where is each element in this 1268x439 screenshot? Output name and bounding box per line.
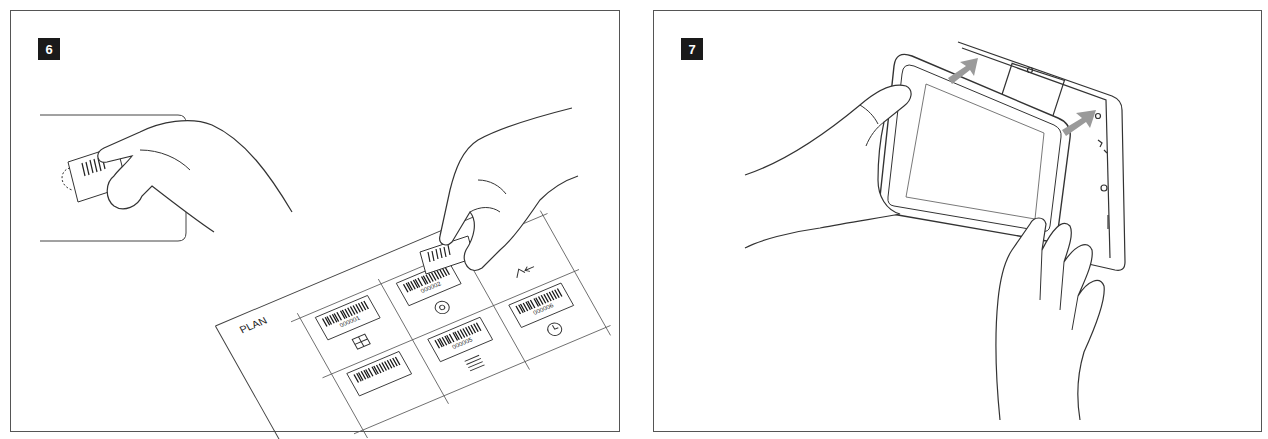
hand xyxy=(440,108,578,270)
panel-frame xyxy=(11,11,620,432)
step-number-badge: 7 xyxy=(681,38,703,60)
plan-sheet-labels: PLAN000001000002000005000006 xyxy=(300,318,301,319)
hand xyxy=(860,105,884,146)
plan-sheet xyxy=(215,182,637,439)
hand xyxy=(470,180,506,212)
hand xyxy=(140,150,190,170)
tablet xyxy=(880,54,1071,241)
direction-arrow xyxy=(948,58,1096,136)
hand xyxy=(1040,250,1078,330)
step-number-badge: 6 xyxy=(38,38,60,60)
panel-frame xyxy=(654,11,1262,432)
hand xyxy=(98,121,292,232)
hand xyxy=(745,85,911,248)
sheet-title: PLAN xyxy=(238,315,269,335)
step-number: 6 xyxy=(45,42,52,57)
step-number: 7 xyxy=(688,42,695,57)
hand xyxy=(996,218,1104,420)
